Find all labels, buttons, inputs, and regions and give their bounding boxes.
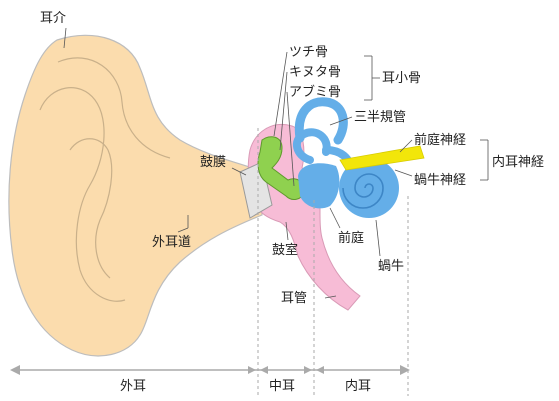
label-eustachian-tube: 耳管 [281,291,307,306]
label-tympanic-cavity: 鼓室 [272,242,298,258]
label-vestibule: 前庭 [338,230,364,246]
label-inner-ear-nerve: 内耳神経 [492,154,544,170]
label-abumi-bone: アブミ骨 [289,84,341,100]
label-ossicles: 耳小骨 [382,71,421,86]
region-arrow [10,365,410,375]
region-label-middle-ear: 中耳 [269,379,295,394]
label-semicircular-canals: 三半規管 [354,110,406,125]
vestibule-shape [298,163,339,208]
auricle-shape [9,35,262,356]
label-auricle: 耳介 [40,11,66,26]
label-vestibular-nerve: 前庭神経 [414,132,466,148]
label-cochlear-nerve: 蝸牛神経 [414,173,466,188]
label-kinuta-bone: キヌタ骨 [289,65,341,80]
label-cochlea: 蝸牛 [378,259,404,274]
region-label-outer-ear: 外耳 [120,379,146,394]
label-tsuchi-bone: ツチ骨 [289,45,328,60]
region-label-inner-ear: 内耳 [345,378,371,394]
label-ear-canal: 外耳道 [152,235,191,250]
label-eardrum: 鼓膜 [200,155,226,170]
